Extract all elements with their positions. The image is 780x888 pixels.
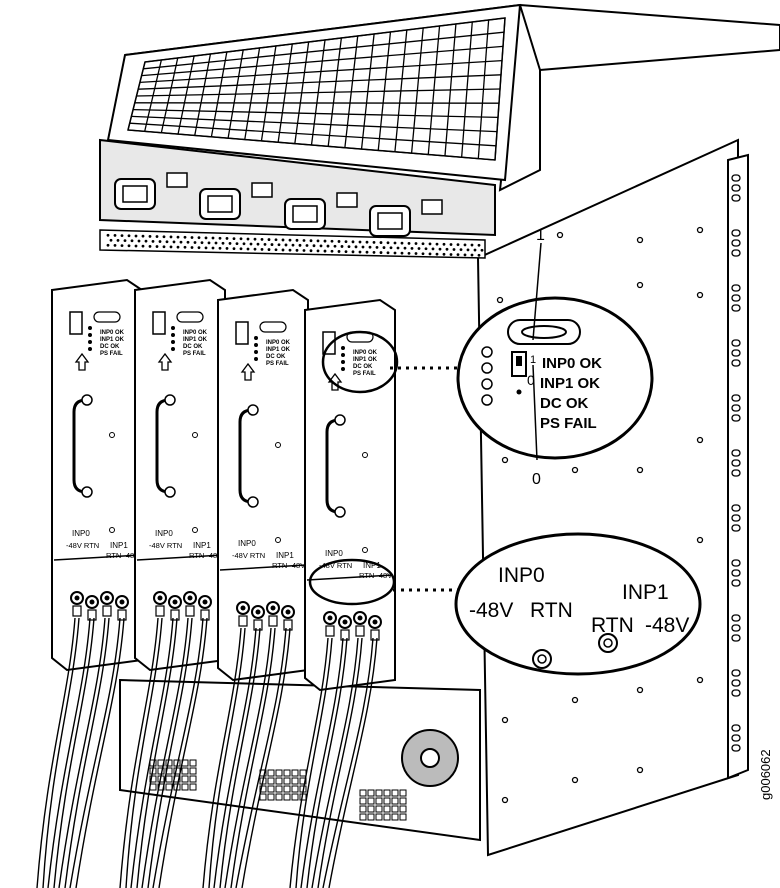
inp0-neg48v-label: -48V (469, 599, 513, 622)
psu-inp1-terms: RTN -48V (106, 551, 139, 560)
led-inp1-ok-label: INP1 OK (540, 375, 600, 392)
marker-off-label: 0 (532, 471, 541, 488)
psu-led-label: DC OK (266, 354, 286, 360)
psu-inp0-terms: -48V RTN (149, 541, 182, 550)
inlet-icon (114, 172, 188, 210)
psu-inp0-label: INP0 (238, 539, 256, 548)
psu-inp0-label: INP0 (155, 529, 173, 538)
psu-led-label: INP1 OK (183, 337, 208, 343)
psu-led-label: DC OK (183, 344, 203, 350)
handle (238, 408, 253, 504)
inp0-label: INP0 (498, 564, 545, 587)
psu-led-label: DC OK (353, 364, 373, 370)
psu-inp0-label: INP0 (72, 529, 90, 538)
dc-cables (36, 617, 378, 888)
perforated-strip (99, 229, 486, 259)
psu-led-label: INP0 OK (183, 330, 208, 336)
psu-inp0-label: INP0 (325, 549, 343, 558)
power-switch-icon (152, 311, 166, 335)
psu-inp0-terms: -48V RTN (66, 541, 99, 550)
inlet-panel (99, 138, 496, 237)
terminal-callout-bubble (454, 532, 702, 676)
figure-id: g006062 (758, 749, 773, 800)
psu-led-label: DC OK (100, 344, 120, 350)
led-highlight-ring (321, 330, 399, 394)
led-callout: 1 0 1 0 INP0 OK INP1 OK DC OK PS FAIL (321, 227, 654, 488)
psu-led-label: INP1 OK (100, 337, 125, 343)
inlet-icon (199, 182, 273, 220)
inlet-icon (284, 192, 358, 230)
psu-led-label: PS FAIL (266, 361, 289, 367)
terminal-highlight-ring (308, 558, 396, 606)
psu-inp0-terms: -48V RTN (319, 561, 352, 570)
switch-on-mark: 1 (530, 354, 536, 366)
psu-led-label: INP0 OK (100, 330, 125, 336)
psu-led-label: INP1 OK (353, 357, 378, 363)
psu-inp1-label: INP1 (193, 541, 211, 550)
psu-led-label: PS FAIL (183, 351, 206, 357)
handle (72, 398, 87, 494)
inlet-icon (369, 199, 443, 237)
psu-inp1-label: INP1 (276, 551, 294, 560)
psu-led-label: INP1 OK (266, 347, 291, 353)
switch-off-mark: 0 (527, 372, 535, 388)
psu-led-label: PS FAIL (353, 371, 376, 377)
handle (325, 418, 340, 514)
marker-on-label: 1 (536, 227, 545, 244)
fan-trays (119, 678, 481, 842)
power-switch-icon (235, 321, 249, 345)
inp1-rtn-label: RTN (591, 614, 634, 637)
psu-led-label: PS FAIL (100, 351, 123, 357)
psu-led-label: INP0 OK (353, 350, 378, 356)
psu-inp0-terms: -48V RTN (232, 551, 265, 560)
psu-inp1-terms: RTN -48V (272, 561, 305, 570)
led-dc-ok-label: DC OK (540, 395, 589, 412)
psu-led-label: INP0 OK (266, 340, 291, 346)
psu-inp1-label: INP1 (363, 561, 381, 570)
led-callout-bubble (456, 296, 654, 460)
psu-inp1-label: INP1 (110, 541, 128, 550)
psu-inp1-terms: RTN -48V (189, 551, 222, 560)
arrow-up-icon (240, 362, 256, 381)
arrow-up-icon (74, 352, 90, 371)
inp1-neg48v-label: -48V (645, 614, 689, 637)
arrow-up-icon (157, 352, 173, 371)
psu-inp1-terms: RTN -48V (359, 571, 392, 580)
inp1-label: INP1 (622, 581, 669, 604)
led-ps-fail-label: PS FAIL (540, 415, 597, 432)
led-inp0-ok-label: INP0 OK (542, 355, 602, 372)
power-switch-icon (69, 311, 83, 335)
terminal-callout: INP0 INP1 -48V RTN RTN -48V (308, 532, 702, 676)
inp0-rtn-label: RTN (530, 599, 573, 622)
handle (155, 398, 170, 494)
fan-grille (106, 3, 522, 182)
